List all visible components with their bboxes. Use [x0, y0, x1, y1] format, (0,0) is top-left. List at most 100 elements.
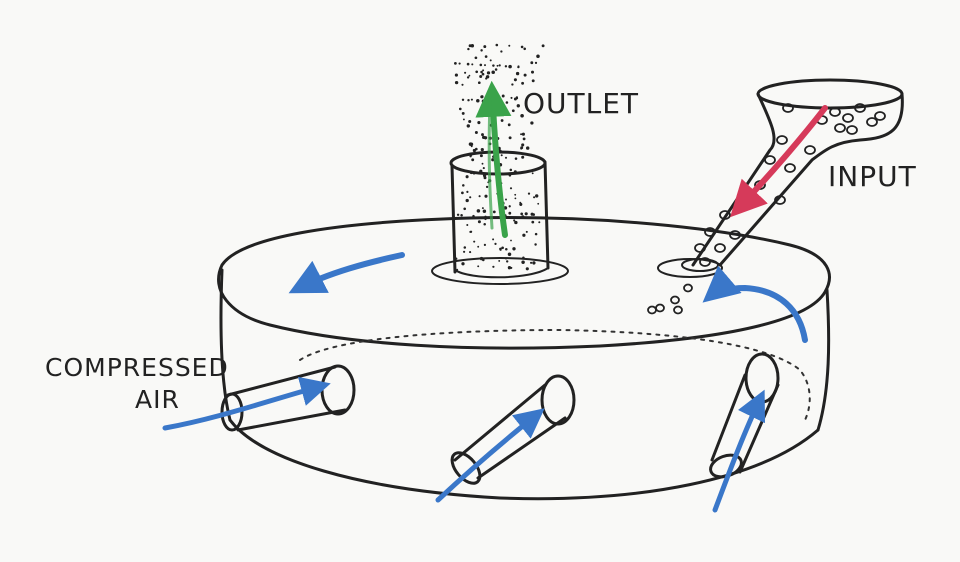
outlet-particle: [516, 104, 520, 108]
outlet-tube: [431, 43, 569, 285]
outlet-particle: [468, 119, 472, 124]
outlet-particle: [521, 215, 525, 219]
outlet-particle: [513, 170, 517, 174]
hopper-particle: [694, 243, 706, 253]
outlet-particle: [484, 55, 488, 58]
outlet-particle: [468, 142, 473, 146]
outlet-particle: [498, 149, 502, 153]
outlet-particle: [541, 44, 545, 48]
input-label: INPUT: [828, 160, 917, 193]
outlet-particle: [477, 121, 481, 125]
outlet-particle: [466, 223, 469, 227]
falling-particle: [683, 283, 693, 293]
outlet-particle: [477, 265, 480, 268]
hopper-particle: [834, 123, 846, 133]
outlet-particle: [482, 167, 485, 170]
outlet-particle: [508, 174, 512, 177]
air-arrow-top-left: [288, 252, 405, 294]
air-arrow-right-nozzle: [712, 389, 766, 513]
outlet-particle: [504, 156, 508, 159]
outlet-particle: [520, 147, 523, 150]
outlet-particle: [494, 242, 497, 246]
outlet-particle: [520, 114, 524, 118]
outlet-particle: [505, 247, 508, 251]
outlet-particle: [483, 243, 487, 247]
outlet-particle: [534, 232, 538, 236]
outlet-particle: [483, 45, 487, 49]
outlet-particle: [472, 171, 476, 175]
outlet-particle: [505, 198, 507, 201]
outlet-particle: [511, 83, 514, 86]
outlet-particle: [454, 73, 458, 77]
outlet-particle: [479, 63, 483, 67]
outlet-particle: [461, 262, 465, 266]
outlet-particle: [463, 246, 467, 249]
outlet-particle: [469, 196, 472, 199]
outlet-label: OUTLET: [523, 87, 639, 120]
outlet-particle: [513, 219, 516, 222]
outlet-particle: [475, 70, 479, 74]
outlet-particle: [519, 202, 523, 206]
outlet-particle: [526, 146, 530, 150]
outlet-particle: [483, 223, 486, 226]
outlet-particle: [485, 77, 488, 80]
outlet-particle: [492, 238, 495, 241]
outlet-particle: [525, 267, 529, 271]
hopper-particle: [729, 230, 741, 240]
nozzle-center: [450, 374, 576, 485]
outlet-particle: [501, 246, 504, 250]
outlet-particle: [492, 64, 495, 67]
outlet-particle: [515, 71, 520, 76]
outlet-particle: [467, 47, 470, 51]
outlet-particle: [461, 111, 465, 115]
hopper-particle: [764, 155, 776, 165]
outlet-particle: [508, 205, 511, 208]
outlet-particle: [494, 68, 498, 71]
outlet-particle: [517, 65, 520, 69]
outlet-particle: [468, 74, 471, 77]
outlet-particle: [476, 209, 481, 213]
outlet-particle: [476, 99, 480, 103]
outlet-particle: [464, 71, 467, 74]
outlet-particle: [480, 148, 484, 152]
outlet-particle: [489, 59, 492, 62]
air-arrow-left-nozzle: [162, 376, 331, 431]
chamber-left-wall: [219, 268, 232, 422]
outlet-particle: [527, 192, 531, 195]
outlet-particle: [463, 207, 467, 211]
outlet-particle: [522, 137, 526, 141]
nozzle-center-pipe: [453, 383, 567, 480]
outlet-particle: [521, 155, 525, 159]
outlet-particle: [479, 169, 483, 173]
input-flow-arrow: [730, 105, 828, 218]
outlet-particle: [520, 45, 524, 49]
outlet-particle: [481, 72, 485, 76]
outlet-flow-arrow: [475, 80, 512, 238]
chamber: [217, 216, 831, 501]
chamber-bottom-edge: [228, 418, 820, 501]
outlet-particle: [480, 70, 483, 74]
outlet-base-ring: [431, 257, 569, 285]
outlet-particle: [486, 71, 491, 75]
outlet-particle: [469, 251, 472, 254]
outlet-particle: [474, 131, 478, 134]
air-arrow-top-right: [702, 265, 808, 343]
outlet-particle: [460, 214, 463, 217]
outlet-particle: [479, 75, 483, 78]
outlet-particle: [473, 240, 476, 243]
outlet-particle: [482, 209, 487, 213]
outlet-particle: [481, 162, 484, 165]
outlet-particle: [471, 63, 474, 66]
outlet-particle: [513, 78, 517, 82]
outlet-particle: [458, 62, 461, 65]
hopper-particle: [846, 125, 858, 135]
air-arrow-center-nozzle: [435, 408, 545, 503]
outlet-particle: [508, 136, 512, 140]
outlet-particle: [477, 81, 481, 85]
outlet-particle: [472, 214, 475, 218]
outlet-particle: [466, 62, 470, 66]
outlet-particle: [514, 193, 517, 196]
outlet-particle: [491, 70, 495, 74]
outlet-particle: [507, 252, 512, 257]
outlet-particle: [514, 197, 517, 200]
